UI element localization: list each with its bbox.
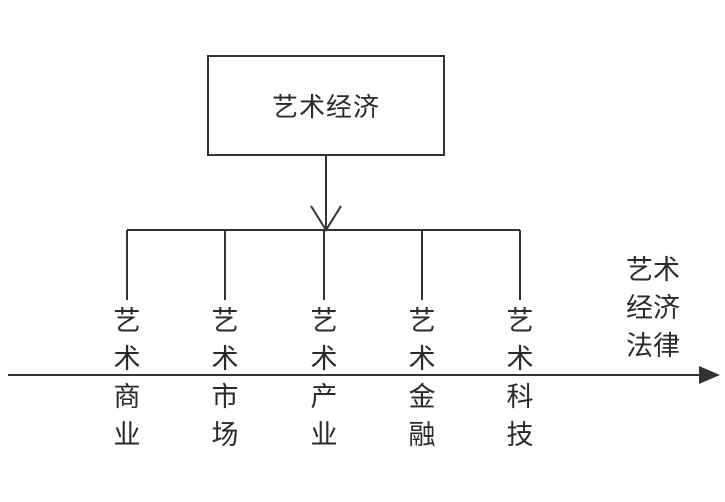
branch-label-3-char-3: 产 <box>310 382 338 413</box>
branch-label-4: 艺术金融 <box>402 303 442 455</box>
branch-label-4-char-1: 艺 <box>408 306 436 337</box>
branch-label-3: 艺术产业 <box>304 303 344 455</box>
axis-arrowhead <box>699 366 720 384</box>
axis-label: 艺术 经济 法律 <box>618 252 688 366</box>
branch-label-5-char-1: 艺 <box>506 306 534 337</box>
branch-label-4-char-3: 金 <box>408 382 436 413</box>
branch-label-5-char-2: 术 <box>506 344 534 375</box>
branch-label-1: 艺术商业 <box>107 303 147 455</box>
root-node: 艺术经济 <box>207 55 445 156</box>
branch-label-4-char-4: 融 <box>408 420 436 451</box>
root-node-label: 艺术经济 <box>271 93 380 123</box>
branch-label-2-char-2: 术 <box>211 344 239 375</box>
branch-label-3-char-4: 业 <box>310 420 338 451</box>
branch-label-1-char-3: 商 <box>113 382 141 413</box>
branch-label-2: 艺术市场 <box>205 303 245 455</box>
branch-label-1-char-1: 艺 <box>113 306 141 337</box>
axis-label-line-2: 经济 <box>626 293 680 324</box>
branch-label-3-char-2: 术 <box>310 344 338 375</box>
branch-label-2-char-3: 市 <box>211 382 239 413</box>
branch-label-3-char-1: 艺 <box>310 306 338 337</box>
branch-label-4-char-2: 术 <box>408 344 436 375</box>
axis-label-line-1: 艺术 <box>626 255 680 286</box>
branch-label-2-char-1: 艺 <box>211 306 239 337</box>
branch-label-2-char-4: 场 <box>211 420 239 451</box>
branch-label-1-char-4: 业 <box>113 420 141 451</box>
axis-label-line-3: 法律 <box>626 331 680 362</box>
branch-label-5-char-4: 技 <box>506 420 534 451</box>
branch-label-1-char-2: 术 <box>113 344 141 375</box>
branch-label-5: 艺术科技 <box>500 303 540 455</box>
branch-label-5-char-3: 科 <box>506 382 534 413</box>
